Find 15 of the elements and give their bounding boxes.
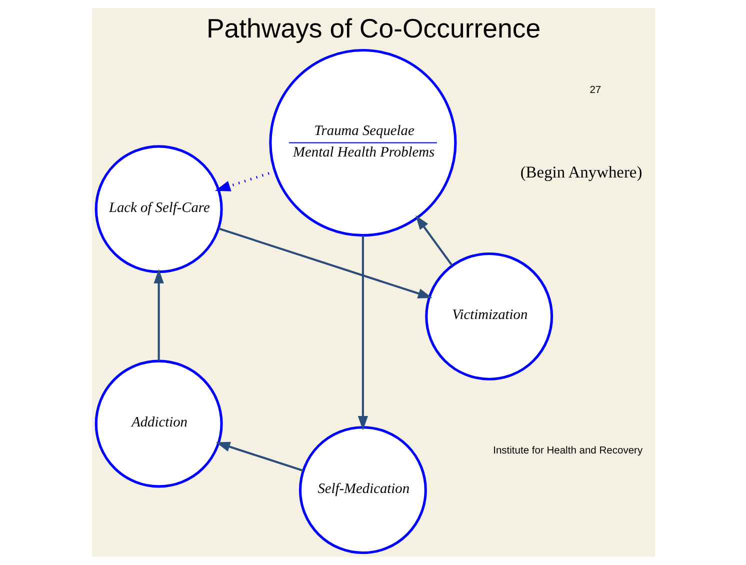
arrow [415, 215, 452, 266]
node-circle: Lack of Self-Care [94, 145, 222, 274]
label: Institute for Health and Recovery [492, 446, 642, 457]
node-circle: Trauma Sequelae Mental Health Problems [268, 48, 456, 237]
arrow [153, 268, 164, 361]
arrow [214, 170, 275, 192]
arrow [215, 442, 303, 472]
node-circle: Self-Medication [298, 426, 426, 554]
arrow [357, 235, 368, 430]
diagram-title: Pathways of Co-Occurrence [206, 14, 540, 44]
arrow [218, 228, 432, 298]
node-circle: Victimization [424, 252, 553, 380]
label: 27 [589, 84, 601, 96]
label: (Begin Anywhere) [520, 162, 642, 182]
node-circle: Addiction [94, 360, 222, 488]
